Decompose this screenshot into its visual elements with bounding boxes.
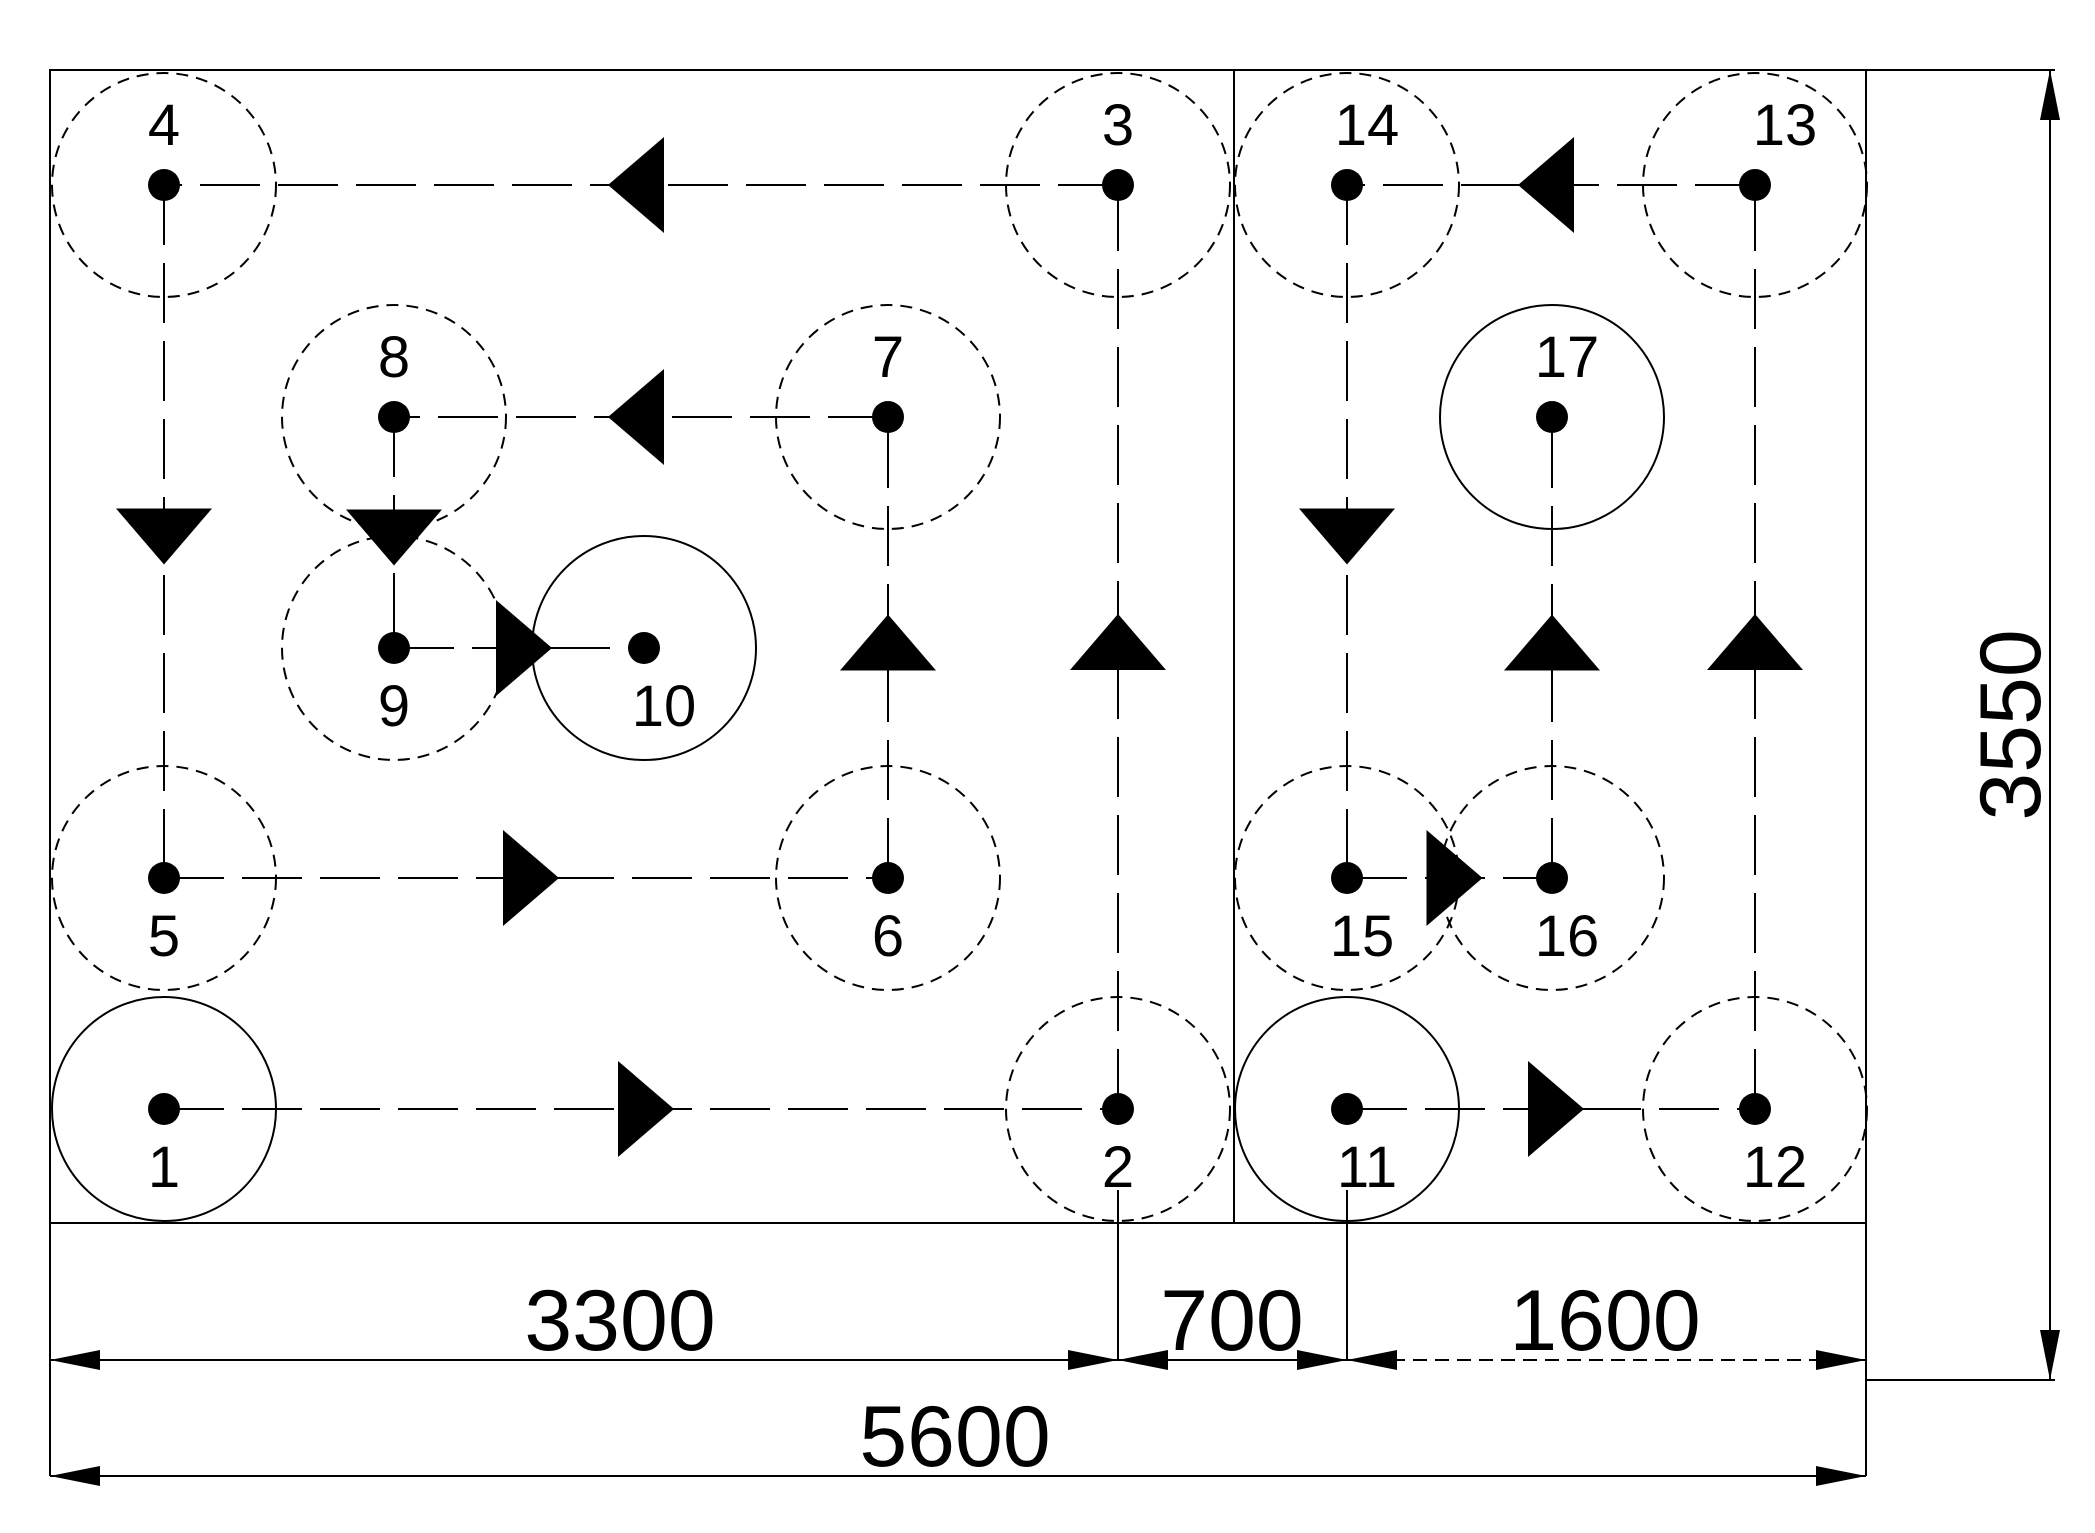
node-13-label: 13 [1753, 93, 1818, 158]
node-16-label: 16 [1535, 904, 1600, 969]
node-2-dot [1102, 1093, 1134, 1125]
node-1-dot [148, 1093, 180, 1125]
dim-arrow-5600-left [50, 1466, 100, 1486]
node-3-ring [1005, 72, 1231, 298]
node-17-dot [1536, 401, 1568, 433]
node-1-ring [51, 996, 277, 1222]
edge-16-17-arrow [1504, 614, 1600, 671]
node-2-label: 2 [1102, 1135, 1134, 1200]
edge-4-5-arrow [116, 508, 212, 565]
node-4-dot [148, 169, 180, 201]
edge-3-4-arrow [608, 137, 664, 233]
node-3-dot [1102, 169, 1134, 201]
node-1-label: 1 [148, 1135, 180, 1200]
dim-arrow-700-right [1297, 1350, 1347, 1370]
node-6-ring [775, 765, 1001, 991]
dim-arrow-3550-top [2040, 70, 2060, 120]
node-17-ring [1439, 304, 1665, 530]
node-4-ring [51, 72, 277, 298]
node-6-dot [872, 862, 904, 894]
node-5-ring [51, 765, 277, 991]
node-3-label: 3 [1102, 93, 1134, 158]
dim-arrow-5600-right [1816, 1466, 1866, 1486]
node-11-label: 11 [1337, 1135, 1397, 1200]
node-14-dot [1331, 169, 1363, 201]
edge-15-16-arrow [1426, 830, 1483, 926]
edge-7-8-arrow [608, 369, 664, 465]
node-6-label: 6 [872, 904, 904, 969]
node-12-dot [1739, 1093, 1771, 1125]
node-7-label: 7 [872, 325, 904, 390]
dim-arrow-3300-right [1068, 1350, 1118, 1370]
edge-13-14-arrow [1518, 137, 1574, 233]
edge-11-12-arrow [1528, 1061, 1584, 1157]
dim-label-1600: 1600 [1509, 1273, 1700, 1369]
dim-arrow-1600-right [1816, 1350, 1866, 1370]
node-7-dot [872, 401, 904, 433]
node-10-label: 10 [632, 674, 697, 739]
dim-label-3550: 3550 [1963, 629, 2059, 820]
node-8-dot [378, 401, 410, 433]
node-11-dot [1331, 1093, 1363, 1125]
edge-14-15-arrow [1299, 508, 1395, 565]
edge-6-7-arrow [840, 614, 936, 671]
node-8-label: 8 [378, 325, 410, 390]
node-14-ring [1234, 72, 1460, 298]
dim-arrow-1600-left [1347, 1350, 1397, 1370]
dimensions: 3300 700 1600 5600 3550 [50, 70, 2060, 1486]
node-13-ring [1642, 72, 1868, 298]
edge-2-3-arrow [1070, 614, 1166, 670]
dim-label-5600: 5600 [859, 1389, 1050, 1485]
node-2-ring [1005, 996, 1231, 1222]
node-10-dot [628, 632, 660, 664]
arrows-layer [116, 137, 1803, 1157]
node-5-dot [148, 862, 180, 894]
dim-arrow-3300-left [50, 1350, 100, 1370]
node-15-dot [1331, 862, 1363, 894]
dim-label-3300: 3300 [524, 1273, 715, 1369]
edge-9-10-arrow [496, 600, 552, 696]
edge-8-9-arrow [346, 509, 442, 566]
node-17-label: 17 [1535, 325, 1600, 390]
node-14-label: 14 [1335, 93, 1400, 158]
edge-12-13-arrow [1707, 614, 1803, 670]
node-12-label: 12 [1743, 1135, 1808, 1200]
node-15-label: 15 [1330, 904, 1395, 969]
rings-layer [51, 72, 1868, 1222]
node-7-ring [775, 304, 1001, 530]
edge-5-6-arrow [503, 830, 559, 926]
node-8-ring [281, 304, 507, 530]
dim-label-700: 700 [1160, 1273, 1304, 1369]
node-4-label: 4 [148, 93, 180, 158]
edge-1-2-arrow [618, 1061, 674, 1157]
node-13-dot [1739, 169, 1771, 201]
dim-arrow-700-left [1118, 1350, 1168, 1370]
node-9-label: 9 [378, 674, 410, 739]
node-9-dot [378, 632, 410, 664]
node-12-ring [1642, 996, 1868, 1222]
dots-layer [148, 169, 1771, 1125]
dim-arrow-3550-bottom [2040, 1330, 2060, 1380]
node-5-label: 5 [148, 904, 180, 969]
node-16-dot [1536, 862, 1568, 894]
